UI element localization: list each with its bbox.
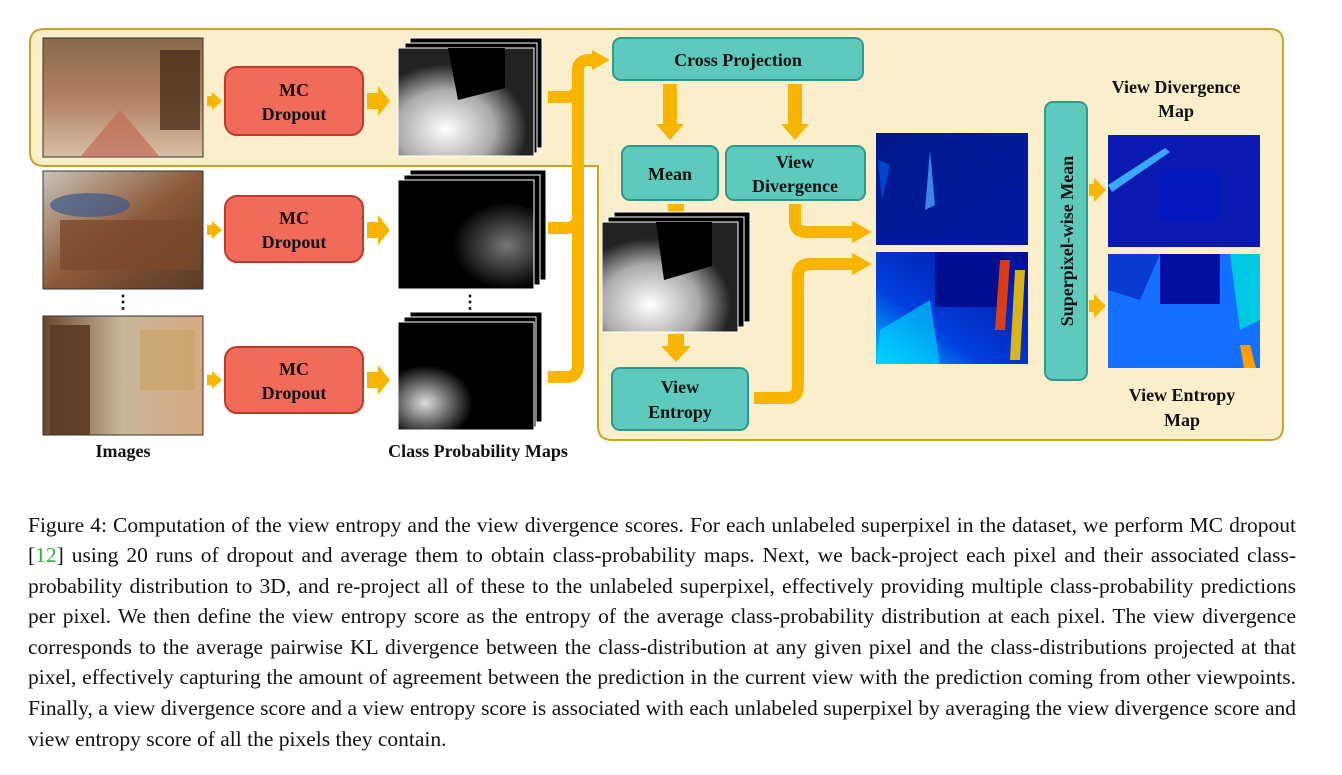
- input-image-2: [42, 170, 204, 290]
- arrows-to-final-maps: [1089, 178, 1106, 318]
- svg-text:Dropout: Dropout: [262, 383, 327, 403]
- svg-text:View: View: [776, 152, 814, 172]
- prob-map-stack-2: [397, 169, 547, 290]
- mc-dropout-box-1: MC Dropout: [224, 66, 364, 136]
- superpixel-mean-box: Superpixel-wise Mean: [1044, 101, 1088, 381]
- svg-text:MC: MC: [279, 359, 309, 379]
- arrow-to-view-entropy: [661, 334, 691, 362]
- svg-text:Superpixel-wise Mean: Superpixel-wise Mean: [1057, 156, 1077, 327]
- mean-box: Mean: [621, 145, 719, 201]
- svg-text:View: View: [661, 377, 699, 397]
- arrows-image-to-mc: [207, 86, 390, 395]
- class-prob-maps-label: Class Probability Maps: [388, 441, 568, 461]
- images-label: Images: [96, 441, 151, 461]
- citation-link[interactable]: 12: [35, 543, 57, 568]
- view-divergence-box: View Divergence: [725, 145, 866, 201]
- pixel-entropy-heatmap: [876, 252, 1028, 364]
- svg-text:Divergence: Divergence: [752, 176, 838, 196]
- svg-text:Dropout: Dropout: [262, 232, 327, 252]
- arrows-cross-projection-down: [656, 84, 809, 140]
- mc-dropout-box-3: MC Dropout: [224, 346, 364, 414]
- svg-text:MC: MC: [279, 208, 309, 228]
- view-entropy-map-label-line1: View Entropy: [1129, 385, 1236, 405]
- svg-text:Dropout: Dropout: [262, 104, 327, 124]
- pixel-divergence-heatmap: [876, 133, 1028, 245]
- prob-map-stack-3: [397, 311, 543, 431]
- prob-map-stack-1: [397, 37, 543, 157]
- figure-caption: Figure 4: Computation of the view entrop…: [28, 510, 1296, 755]
- input-image-3: [42, 315, 204, 436]
- view-entropy-box: View Entropy: [611, 367, 749, 431]
- view-entropy-map-image: [1108, 254, 1260, 368]
- mean-prob-map-stack: [601, 211, 751, 333]
- view-divergence-map-image: [1108, 135, 1260, 247]
- images-ellipsis: ⋮: [114, 292, 132, 312]
- svg-text:Mean: Mean: [648, 164, 692, 184]
- input-image-1: [42, 37, 204, 158]
- cross-projection-box: Cross Projection: [612, 37, 864, 81]
- caption-text-start: Figure 4: Computation of the view entrop…: [28, 512, 1296, 568]
- maps-ellipsis: ⋮: [461, 292, 479, 312]
- mc-dropout-box-2: MC Dropout: [224, 195, 364, 263]
- merge-pipes: [548, 54, 596, 383]
- svg-text:MC: MC: [279, 80, 309, 100]
- view-entropy-map-label-line2: Map: [1164, 410, 1200, 430]
- caption-text-end: ] using 20 runs of dropout and average t…: [28, 543, 1296, 751]
- view-divergence-map-label-line2: Map: [1158, 101, 1194, 121]
- pipeline-diagram: ⋮ MC Dropout MC Dropout MC Dropout: [29, 28, 1284, 461]
- svg-text:Cross Projection: Cross Projection: [674, 50, 802, 70]
- view-divergence-map-label-line1: View Divergence: [1112, 77, 1241, 97]
- arrow-to-cross-projection: [592, 50, 610, 70]
- curved-arrows-to-heatmaps: [754, 204, 856, 404]
- heatmap-arrowheads: [852, 221, 872, 275]
- svg-text:Entropy: Entropy: [648, 402, 712, 422]
